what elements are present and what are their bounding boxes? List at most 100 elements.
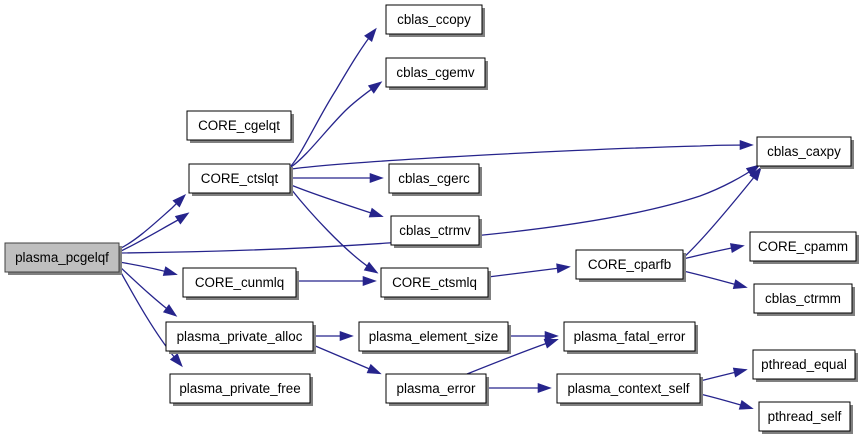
edge-line bbox=[290, 184, 382, 217]
edge-line bbox=[118, 213, 188, 253]
edge-line bbox=[290, 188, 377, 273]
edge-arrowhead bbox=[169, 353, 183, 368]
edge-arrowhead bbox=[366, 363, 382, 375]
node-box[interactable] bbox=[388, 163, 480, 194]
edge-arrowhead bbox=[369, 172, 384, 184]
call-edge bbox=[508, 330, 559, 342]
graph-node-core-cunmlq[interactable]: CORE_cunmlq bbox=[182, 267, 299, 300]
node-box[interactable] bbox=[385, 373, 487, 404]
call-edge bbox=[118, 212, 190, 253]
node-box[interactable] bbox=[169, 373, 311, 404]
call-edge bbox=[699, 367, 748, 382]
graph-node-plasma-private-alloc[interactable]: plasma_private_alloc bbox=[165, 321, 316, 354]
nodes-layer: plasma_pcgelqf CORE_cgelqtCORE_ctslqtCORE… bbox=[4, 4, 859, 434]
call-edge bbox=[699, 393, 754, 410]
node-box[interactable] bbox=[758, 401, 851, 432]
edge-line bbox=[290, 29, 376, 167]
edge-arrowhead bbox=[556, 263, 571, 274]
call-edge bbox=[118, 268, 183, 368]
call-edge bbox=[290, 81, 383, 168]
call-edge bbox=[290, 184, 384, 218]
graph-node-core-cgelqt[interactable]: CORE_cgelqt bbox=[186, 110, 294, 143]
node-box[interactable] bbox=[752, 349, 856, 380]
graph-node-cblas-caxpy[interactable]: cblas_caxpy bbox=[756, 136, 854, 169]
edge-line bbox=[290, 82, 381, 168]
edge-line bbox=[118, 165, 759, 254]
call-edge bbox=[313, 330, 354, 342]
call-edge bbox=[118, 193, 187, 250]
graph-node-cblas-ctrmm[interactable]: cblas_ctrmm bbox=[753, 283, 855, 316]
node-box[interactable] bbox=[182, 267, 297, 298]
node-box[interactable] bbox=[165, 321, 314, 352]
node-box[interactable] bbox=[4, 242, 120, 273]
call-edge bbox=[290, 27, 377, 167]
edge-arrowhead bbox=[368, 207, 384, 218]
call-edge bbox=[682, 166, 762, 259]
graph-node-pthread-equal[interactable]: pthread_equal bbox=[752, 349, 858, 382]
call-edge bbox=[296, 275, 377, 287]
node-box[interactable] bbox=[188, 163, 291, 194]
call-edge bbox=[118, 164, 761, 254]
node-box[interactable] bbox=[563, 321, 696, 352]
call-edge bbox=[118, 265, 178, 317]
edge-arrowhead bbox=[544, 330, 559, 342]
node-box[interactable] bbox=[385, 57, 486, 88]
edge-arrowhead bbox=[174, 212, 190, 225]
graph-node-pthread-self[interactable]: pthread_self bbox=[758, 401, 853, 434]
node-box[interactable] bbox=[358, 321, 509, 352]
graph-node-plasma-private-free[interactable]: plasma_private_free bbox=[169, 373, 313, 406]
edge-arrowhead bbox=[745, 164, 761, 177]
node-box[interactable] bbox=[390, 215, 480, 246]
graph-node-plasma-element-size[interactable]: plasma_element_size bbox=[358, 321, 511, 354]
graph-node-core-ctsmlq[interactable]: CORE_ctsmlq bbox=[380, 267, 491, 300]
edge-arrowhead bbox=[738, 399, 754, 410]
edge-arrowhead bbox=[362, 275, 377, 287]
graph-node-cblas-cgerc[interactable]: cblas_cgerc bbox=[388, 163, 482, 196]
edge-arrowhead bbox=[543, 338, 559, 349]
edge-arrowhead bbox=[367, 81, 383, 94]
graph-node-cblas-ctrmv[interactable]: cblas_ctrmv bbox=[390, 215, 482, 248]
edge-arrowhead bbox=[729, 243, 745, 254]
edge-arrowhead bbox=[732, 279, 748, 289]
edge-line bbox=[682, 168, 761, 259]
graph-node-plasma-pcgelqf[interactable]: plasma_pcgelqf bbox=[4, 242, 122, 275]
node-box[interactable] bbox=[556, 373, 701, 404]
call-edge bbox=[466, 338, 559, 375]
graph-node-core-cpamm[interactable]: CORE_cpamm bbox=[749, 231, 859, 264]
edge-arrowhead bbox=[364, 27, 377, 42]
graph-node-cblas-cgemv[interactable]: cblas_cgemv bbox=[385, 57, 488, 90]
edge-arrowhead bbox=[749, 166, 762, 182]
graph-node-plasma-error[interactable]: plasma_error bbox=[385, 373, 489, 406]
graph-node-plasma-context-self[interactable]: plasma_context_self bbox=[556, 373, 703, 406]
graph-node-cblas-ccopy[interactable]: cblas_ccopy bbox=[385, 4, 485, 37]
edge-arrowhead bbox=[537, 382, 552, 394]
edge-line bbox=[290, 144, 752, 170]
graph-node-core-cparfb[interactable]: CORE_cparfb bbox=[575, 249, 686, 282]
edge-arrowhead bbox=[363, 261, 379, 274]
edge-arrowhead bbox=[162, 304, 178, 317]
edge-arrowhead bbox=[732, 367, 748, 378]
node-box[interactable] bbox=[753, 283, 853, 314]
node-box[interactable] bbox=[380, 267, 489, 298]
node-box[interactable] bbox=[186, 110, 292, 141]
call-edge bbox=[291, 172, 384, 184]
node-box[interactable] bbox=[385, 4, 483, 35]
call-edge bbox=[487, 263, 571, 278]
node-box[interactable] bbox=[575, 249, 684, 280]
edge-arrowhead bbox=[339, 330, 354, 342]
graph-node-plasma-fatal-error[interactable]: plasma_fatal_error bbox=[563, 321, 698, 354]
edge-arrowhead bbox=[739, 139, 754, 151]
edge-arrowhead bbox=[172, 193, 187, 208]
call-edge bbox=[486, 382, 552, 394]
edges-layer bbox=[118, 27, 762, 410]
edge-arrowhead bbox=[162, 266, 178, 276]
node-box[interactable] bbox=[756, 136, 852, 167]
call-edge bbox=[290, 139, 754, 170]
graph-node-core-ctslqt[interactable]: CORE_ctslqt bbox=[188, 163, 293, 196]
call-edge bbox=[682, 243, 745, 260]
node-box[interactable] bbox=[749, 231, 857, 262]
call-edge bbox=[290, 188, 379, 274]
call-edge bbox=[682, 270, 748, 289]
